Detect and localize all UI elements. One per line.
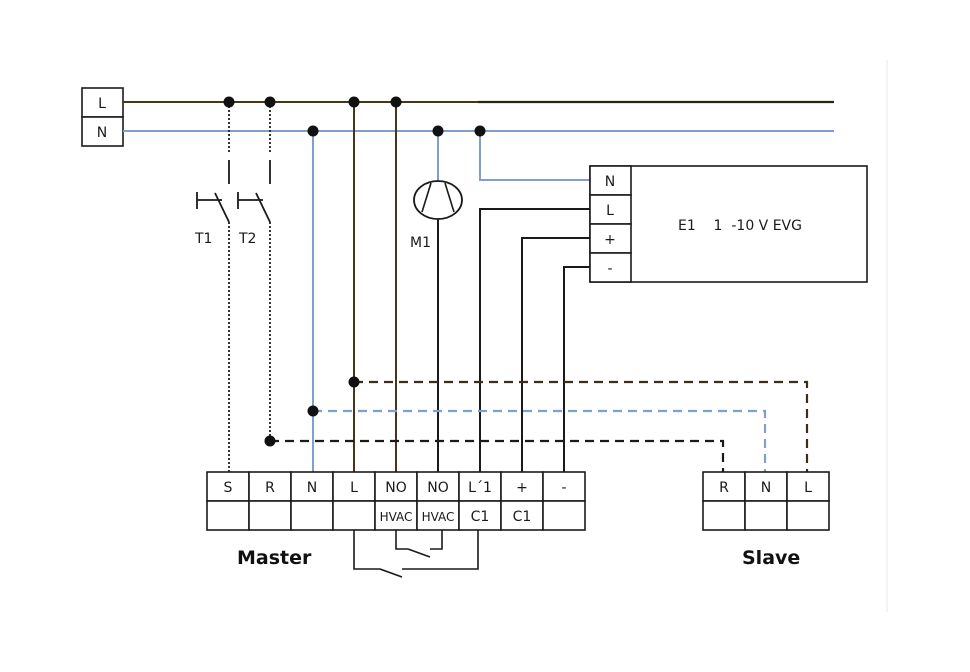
master-terminal-block: S R N L NO HVAC NO HVAC L´1C1 + C1 -: [206, 471, 586, 531]
driver-terminal-n-label: N: [605, 174, 615, 190]
master-terminal-cell: [542, 471, 586, 502]
master-terminal-cell: [248, 471, 292, 502]
motor-label: M1: [410, 235, 431, 251]
master-terminal-cell: [206, 500, 250, 531]
driver-terminal-l: [589, 194, 632, 225]
master-terminal-cell: [416, 500, 460, 531]
master-terminal-cell: [332, 500, 376, 531]
supply-n-label: N: [97, 125, 107, 141]
slave-r-link: [270, 439, 725, 474]
driver-e1: N L + - E1 1 -10 V EVG: [589, 165, 868, 283]
slave-terminal-cell: [702, 500, 746, 531]
master-terminal-cell: [500, 471, 544, 502]
slave-terminal-cell: [744, 500, 788, 531]
slave-terminal-label: L: [804, 480, 812, 496]
master-terminal-cell: [458, 500, 502, 531]
slave-label: Slave: [742, 547, 800, 569]
c1-contact-blade: [379, 568, 403, 578]
driver-terminal-minus: [589, 252, 632, 283]
master-terminal-cell: [332, 471, 376, 502]
c1-contact-right: [402, 530, 479, 570]
master-terminal-label: NO: [427, 480, 449, 496]
supply-terminal: L N: [81, 87, 124, 147]
master-terminal-label: NO: [385, 480, 407, 496]
junction-dot: [264, 435, 276, 447]
hvac-contact-right: [430, 530, 443, 550]
driver-terminal-minus-label: -: [607, 261, 612, 277]
junction-dot: [432, 125, 444, 137]
driver-terminal-l-label: L: [606, 203, 614, 219]
driver-minus-wire: [563, 266, 590, 474]
hvac-contact-blade: [407, 548, 431, 558]
pushbutton-t2-icon: [237, 160, 271, 223]
master-terminal-sublabel: HVAC: [380, 510, 413, 524]
junction-dot: [307, 405, 319, 417]
junction-dot: [474, 125, 486, 137]
driver-l-wire: [479, 208, 590, 474]
master-terminal-label: L´1: [468, 480, 492, 496]
master-terminal-sublabel: HVAC: [422, 510, 455, 524]
slave-terminal-cell: [786, 471, 830, 502]
switch-wires: [228, 102, 271, 474]
junction-dot: [307, 125, 319, 137]
junction-dot: [390, 96, 402, 108]
master-terminal-cell: [374, 500, 418, 531]
c1-contact-left: [353, 530, 380, 570]
junction-dots: [223, 96, 486, 447]
slave-terminal-label: R: [719, 480, 729, 496]
master-terminal-label: +: [516, 480, 528, 496]
slave-terminal-cell: [786, 500, 830, 531]
master-terminal-cell: [542, 500, 586, 531]
junction-dot: [348, 376, 360, 388]
master-terminal-label: L: [350, 480, 358, 496]
motor-m1-icon: [413, 180, 463, 220]
master-terminal-label: N: [307, 480, 317, 496]
slave-terminal-label: N: [761, 480, 771, 496]
master-terminal-cell: [290, 471, 334, 502]
junction-dot: [264, 96, 276, 108]
driver-box: [589, 165, 868, 283]
master-terminal-label: -: [561, 480, 566, 496]
junction-dot: [223, 96, 235, 108]
driver-plus-wire: [521, 237, 590, 474]
master-terminal-label: S: [224, 480, 233, 496]
slave-l-link: [354, 380, 809, 474]
master-terminal-label: R: [265, 480, 275, 496]
slave-n-link: [313, 409, 767, 474]
junction-dot: [348, 96, 360, 108]
supply-l-label: L: [98, 96, 106, 112]
driver-title: E1 1 -10 V EVG: [678, 218, 802, 234]
master-label: Master: [237, 547, 312, 569]
master-terminal-cell: [290, 500, 334, 531]
pushbutton-t1-icon: [196, 160, 230, 223]
master-terminal-sublabel: C1: [471, 509, 490, 525]
master-terminal-sublabel: C1: [513, 509, 532, 525]
driver-terminal-n: [589, 165, 632, 196]
master-relay-contacts: [353, 530, 479, 578]
driver-n-wire: [479, 131, 590, 181]
master-terminal-cell: [248, 500, 292, 531]
master-terminal-cell: [206, 471, 250, 502]
driver-terminal-plus-label: +: [604, 232, 616, 248]
t1-label: T1: [194, 231, 212, 247]
supply-n-box: [81, 116, 124, 147]
t2-label: T2: [238, 231, 256, 247]
hvac-contact-left: [395, 530, 408, 550]
